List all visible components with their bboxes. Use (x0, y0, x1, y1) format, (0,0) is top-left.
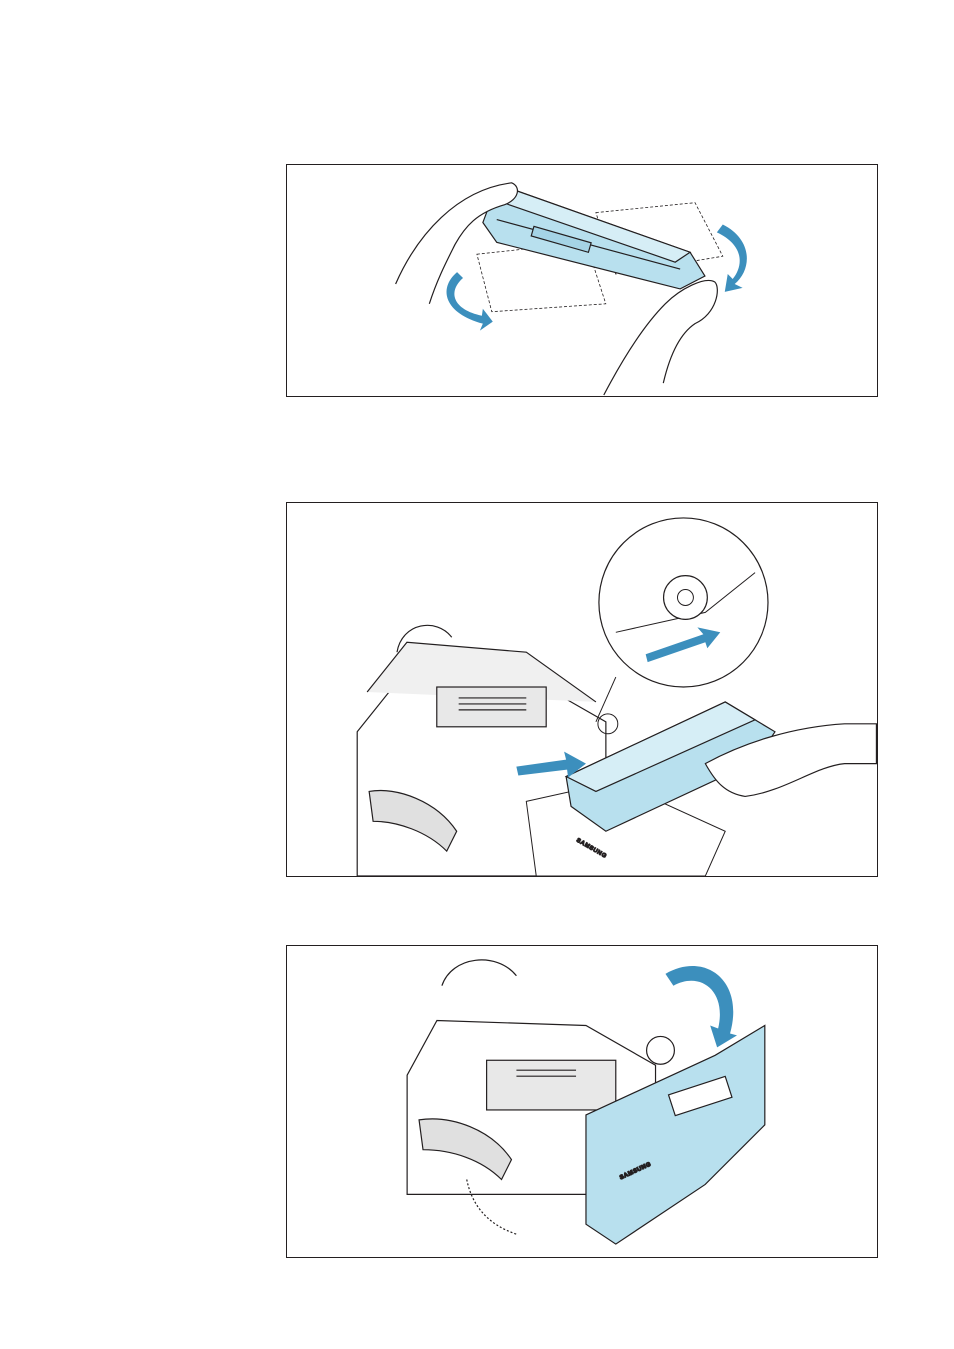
close-cover-illustration: SAMSUNG (287, 946, 877, 1257)
gear-icon (664, 576, 708, 620)
insert-cartridge-illustration: SAMSUNG (287, 503, 877, 876)
detail-callout (596, 518, 768, 734)
curved-arrow-icon (665, 966, 737, 1047)
gear-icon (647, 1036, 675, 1064)
shake-cartridge-illustration (287, 165, 877, 396)
arrow-left-icon (447, 272, 493, 330)
figure-shake-cartridge (286, 164, 878, 397)
toner-cartridge (483, 191, 705, 289)
arrow-right-icon (717, 224, 747, 291)
figure-close-cover: SAMSUNG (286, 945, 878, 1258)
figure-insert-cartridge: SAMSUNG (286, 502, 878, 877)
